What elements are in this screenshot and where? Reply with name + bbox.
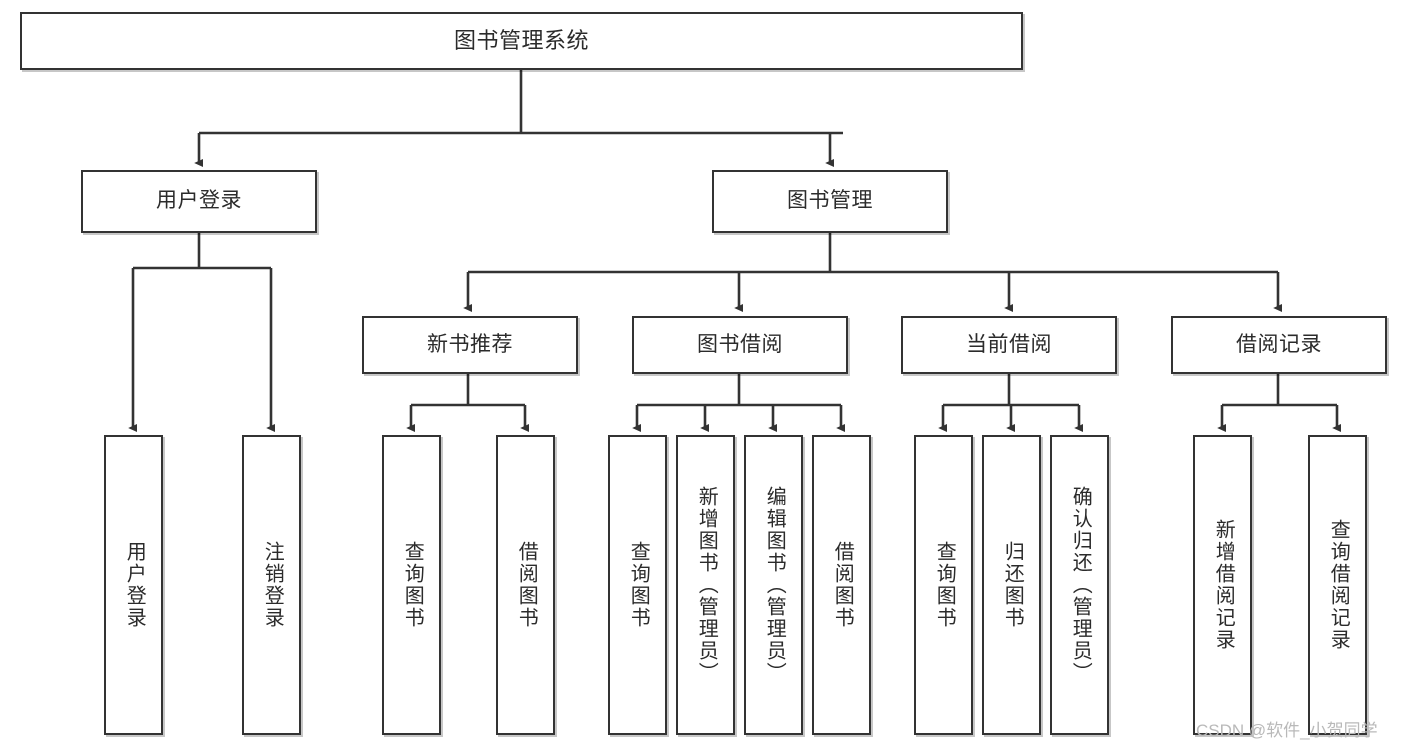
node-current-borrowing-label: 当前借阅 [966, 332, 1052, 356]
watermark: CSDN @软件_小贺同学 [1196, 721, 1378, 740]
leaf-borrow-books-newbook[interactable]: 借阅图书 [496, 435, 555, 735]
leaf-user-login-label: 用户登录 [123, 541, 146, 629]
leaf-user-login[interactable]: 用户登录 [104, 435, 163, 735]
leaf-edit-book-admin[interactable]: 编辑图书（管理员） [744, 435, 803, 735]
node-book-borrowing-label: 图书借阅 [697, 332, 783, 356]
leaf-edit-book-admin-label: 编辑图书（管理员） [763, 486, 786, 684]
leaf-add-borrow-record-label: 新增借阅记录 [1212, 519, 1235, 651]
leaf-query-books-current-label: 查询图书 [933, 541, 956, 629]
leaf-query-books-borrow-label: 查询图书 [627, 541, 650, 629]
leaf-borrow-books-label: 借阅图书 [831, 541, 854, 629]
node-book-management-label: 图书管理 [787, 189, 873, 213]
leaf-add-book-admin-label: 新增图书（管理员） [695, 486, 718, 684]
leaf-return-books[interactable]: 归还图书 [982, 435, 1041, 735]
leaf-return-books-label: 归还图书 [1001, 541, 1024, 629]
leaf-query-books-borrow[interactable]: 查询图书 [608, 435, 667, 735]
leaf-confirm-return-admin-label: 确认归还（管理员） [1069, 486, 1092, 684]
node-new-book-recommendation[interactable]: 新书推荐 [362, 316, 578, 374]
node-book-borrowing[interactable]: 图书借阅 [632, 316, 848, 374]
node-borrowing-records[interactable]: 借阅记录 [1171, 316, 1387, 374]
node-root[interactable]: 图书管理系统 [20, 12, 1023, 70]
leaf-query-borrow-record-label: 查询借阅记录 [1327, 519, 1350, 651]
node-book-management[interactable]: 图书管理 [712, 170, 948, 233]
leaf-borrow-books-newbook-label: 借阅图书 [515, 541, 538, 629]
node-new-book-recommendation-label: 新书推荐 [427, 332, 513, 356]
node-user-login-label: 用户登录 [156, 189, 242, 213]
leaf-query-books-newbook[interactable]: 查询图书 [382, 435, 441, 735]
leaf-confirm-return-admin[interactable]: 确认归还（管理员） [1050, 435, 1109, 735]
leaf-add-borrow-record[interactable]: 新增借阅记录 [1193, 435, 1252, 735]
leaf-query-books-newbook-label: 查询图书 [401, 541, 424, 629]
leaf-borrow-books[interactable]: 借阅图书 [812, 435, 871, 735]
node-user-login[interactable]: 用户登录 [81, 170, 317, 233]
leaf-logout-label: 注销登录 [261, 541, 284, 629]
leaf-query-books-current[interactable]: 查询图书 [914, 435, 973, 735]
leaf-query-borrow-record[interactable]: 查询借阅记录 [1308, 435, 1367, 735]
node-current-borrowing[interactable]: 当前借阅 [901, 316, 1117, 374]
leaf-logout[interactable]: 注销登录 [242, 435, 301, 735]
node-borrowing-records-label: 借阅记录 [1236, 332, 1322, 356]
node-root-label: 图书管理系统 [453, 28, 589, 54]
leaf-add-book-admin[interactable]: 新增图书（管理员） [676, 435, 735, 735]
